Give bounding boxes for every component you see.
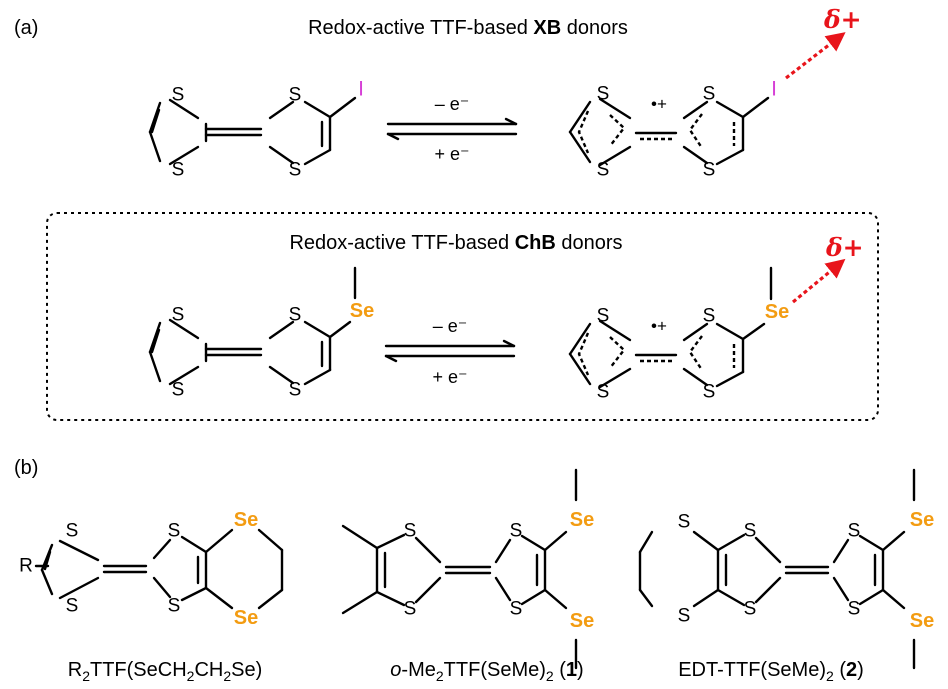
sigma-hole-arrow	[791, 258, 846, 304]
ttf-iodo-radical-cation: S S S S •+ I δ+	[568, 5, 862, 181]
sulfur-atom: S	[703, 84, 716, 105]
sulfur-atom: S	[404, 599, 417, 620]
r-substituent: R	[19, 556, 33, 577]
oxidation-label: – e⁻	[435, 94, 470, 114]
sulfur-atom: S	[744, 521, 757, 542]
xb-equilibrium-arrows: – e⁻ + e⁻	[386, 94, 518, 164]
sulfur-atom: S	[597, 84, 610, 105]
reduction-label: + e⁻	[432, 367, 467, 387]
sulfur-atom: S	[678, 606, 691, 627]
oxidation-label: – e⁻	[433, 316, 468, 336]
sulfur-atom: S	[172, 305, 185, 326]
sulfur-atom: S	[66, 596, 79, 617]
panel-b-label: (b)	[14, 457, 38, 479]
caption-r2ttf: R2TTF(SeCH2CH2Se)	[68, 659, 263, 684]
iodine-atom: I	[771, 78, 777, 101]
selenium-atom: Se	[910, 509, 934, 531]
sulfur-atom: S	[404, 521, 417, 542]
caption-compound-2: EDT-TTF(SeMe)2 (2)	[678, 659, 864, 684]
compound-1: S S S S Se Se	[341, 468, 594, 670]
sulfur-atom: S	[848, 521, 861, 542]
chb-equilibrium-arrows: – e⁻ + e⁻	[384, 316, 516, 387]
sulfur-atom: S	[289, 160, 302, 181]
sulfur-atom: S	[703, 160, 716, 181]
ttf-semethyl-radical-cation: S S S S •+ Se δ+	[568, 233, 864, 403]
sulfur-atom: S	[510, 599, 523, 620]
compound-r2ttf-sech2ch2se: R S S S S Se Se	[19, 509, 284, 629]
radical-cation-symbol: •+	[651, 95, 667, 114]
selenium-atom: Se	[234, 509, 258, 531]
reduction-label: + e⁻	[434, 144, 469, 164]
radical-cation-symbol: •+	[651, 317, 667, 336]
sulfur-atom: S	[744, 599, 757, 620]
sulfur-atom: S	[172, 160, 185, 181]
selenium-atom: Se	[350, 300, 374, 322]
sulfur-atom: S	[848, 599, 861, 620]
ttf-iodo-neutral: S S S S I	[148, 78, 364, 181]
sigma-hole-arrow	[785, 32, 846, 80]
selenium-atom: Se	[234, 607, 258, 629]
sulfur-atom: S	[703, 382, 716, 403]
sulfur-atom: S	[597, 306, 610, 327]
chb-donors-title: Redox-active TTF-based ChB donors	[289, 232, 622, 254]
selenium-atom: Se	[570, 610, 594, 632]
sulfur-atom: S	[172, 85, 185, 106]
sulfur-atom: S	[168, 596, 181, 617]
sulfur-atom: S	[289, 380, 302, 401]
selenium-atom: Se	[910, 610, 934, 632]
selenium-atom: Se	[765, 301, 789, 323]
sulfur-atom: S	[168, 521, 181, 542]
sulfur-atom: S	[172, 380, 185, 401]
compound-2: S S S S S S Se Se	[638, 468, 934, 670]
delta-plus-label: δ+	[825, 233, 864, 262]
sulfur-atom: S	[289, 305, 302, 326]
selenium-atom: Se	[570, 509, 594, 531]
sulfur-atom: S	[597, 382, 610, 403]
caption-compound-1: o-Me2TTF(SeMe)2 (1)	[390, 659, 583, 684]
sulfur-atom: S	[289, 85, 302, 106]
sulfur-atom: S	[66, 521, 79, 542]
panel-a-label: (a)	[14, 17, 38, 39]
sulfur-atom: S	[678, 512, 691, 533]
sulfur-atom: S	[510, 521, 523, 542]
ttf-semethyl-neutral: S S S S Se	[148, 266, 374, 401]
sulfur-atom: S	[597, 160, 610, 181]
iodine-atom: I	[358, 78, 364, 101]
xb-donors-title: Redox-active TTF-based XB donors	[308, 17, 628, 39]
sulfur-atom: S	[703, 306, 716, 327]
delta-plus-label: δ+	[823, 5, 862, 34]
